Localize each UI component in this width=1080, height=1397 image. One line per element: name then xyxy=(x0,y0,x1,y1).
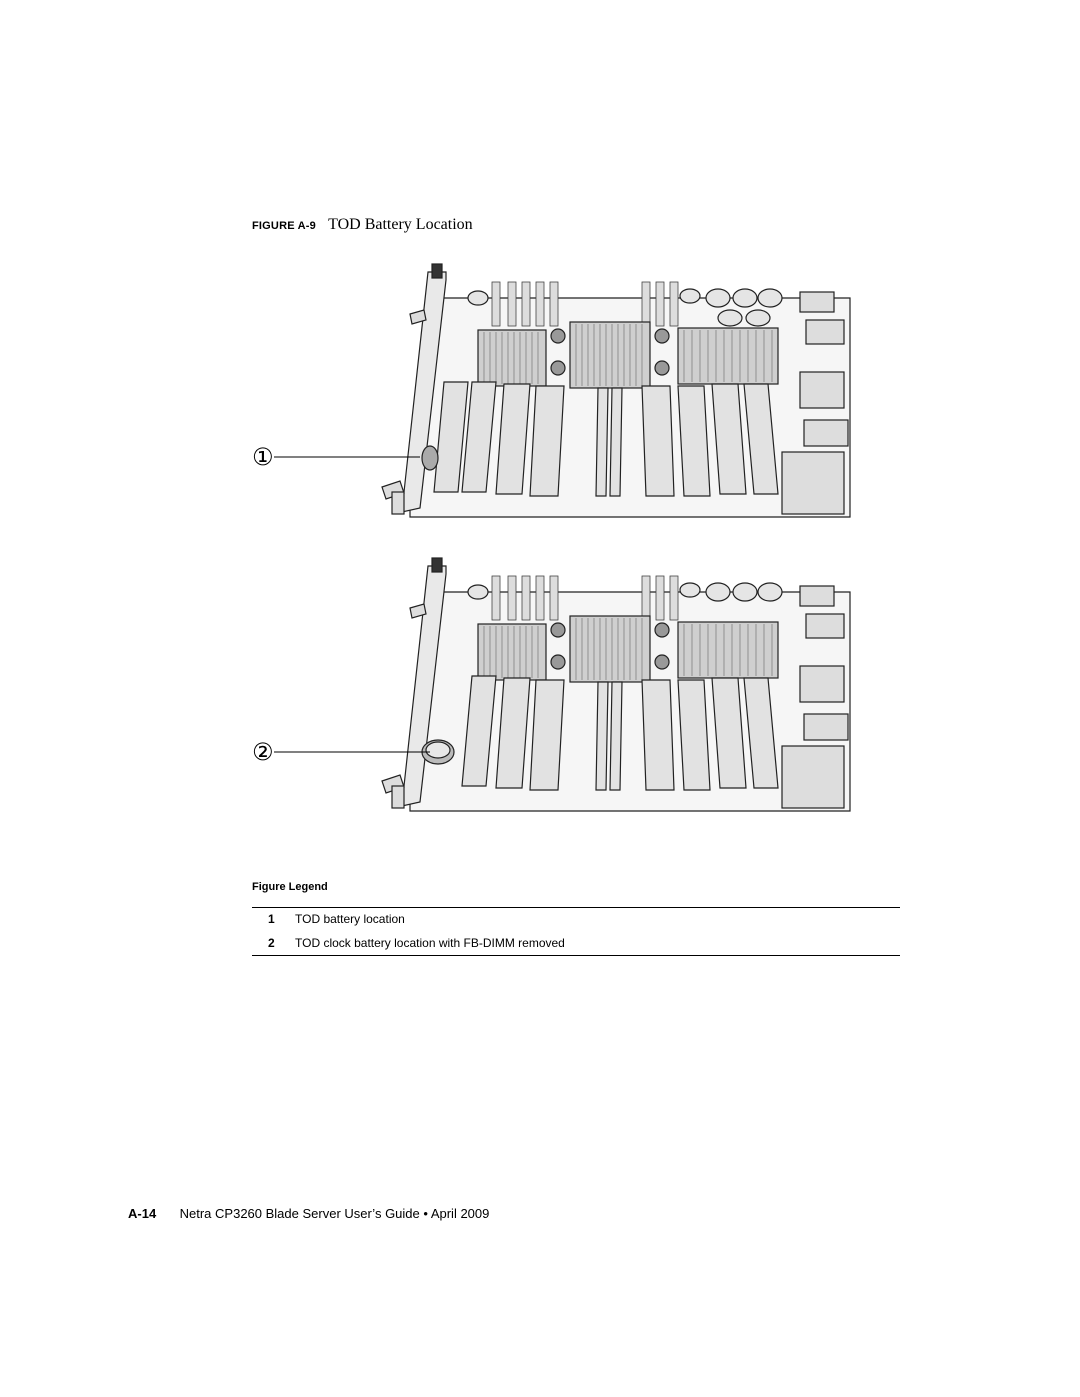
legend-item-number: 1 xyxy=(268,912,275,926)
legend-item-text: TOD clock battery location with FB-DIMM … xyxy=(295,936,565,950)
legend-item-number: 2 xyxy=(268,936,275,950)
callout-1-number: ① xyxy=(252,443,274,471)
callout-2-number: ② xyxy=(252,738,274,766)
footer-text: Netra CP3260 Blade Server User’s Guide •… xyxy=(179,1206,490,1221)
page-footer: A-14 Netra CP3260 Blade Server User’s Gu… xyxy=(128,1206,489,1221)
callout-1: ① xyxy=(252,443,420,471)
callout-2: ② xyxy=(252,738,430,766)
board-illustration-bottom xyxy=(381,557,851,812)
legend-bottom-rule xyxy=(252,955,900,956)
figure-title: TOD Battery Location xyxy=(328,216,473,233)
figure-number: FIGURE A-9 xyxy=(252,220,316,232)
board-illustration-top xyxy=(381,263,851,518)
legend-top-rule xyxy=(252,907,900,908)
legend-item-text: TOD battery location xyxy=(295,912,405,926)
legend-title: Figure Legend xyxy=(252,881,328,893)
page-number: A-14 xyxy=(128,1206,157,1221)
figure-caption: FIGURE A-9 TOD Battery Location xyxy=(252,216,473,234)
